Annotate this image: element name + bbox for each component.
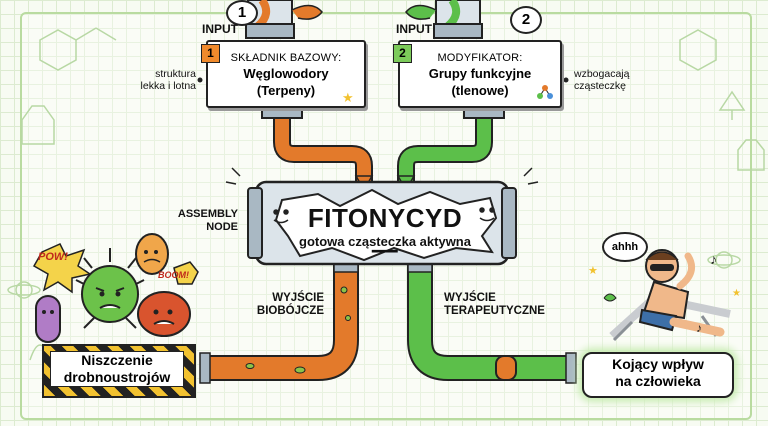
note-1: struktura lekka i lotna bbox=[118, 68, 196, 92]
result-1-line1: Niszczenie bbox=[81, 352, 153, 368]
arm-icon bbox=[676, 252, 696, 290]
input-2-number-badge: 2 bbox=[510, 6, 542, 34]
sunglasses-icon bbox=[650, 264, 674, 271]
atom-doodle-right-icon bbox=[715, 251, 733, 269]
assembly-node-right-cap bbox=[501, 187, 517, 259]
note-1-dot bbox=[197, 77, 203, 83]
sparkle-star-2-icon: ★ bbox=[732, 288, 741, 299]
note-2-dot bbox=[563, 77, 569, 83]
input-1-subtitle: SKŁADNIK BAZOWY: bbox=[230, 52, 342, 64]
note-1-line1: struktura bbox=[155, 68, 196, 80]
output-1-line2: BIOBÓJCZE bbox=[256, 305, 324, 317]
orange-feed-pipe bbox=[275, 116, 371, 182]
node-title: FITONYCYD — bbox=[307, 203, 463, 264]
orange-smoke bbox=[291, 4, 323, 20]
input-1-title-line2: (Terpeny) bbox=[256, 83, 316, 98]
green-smoke bbox=[405, 4, 437, 20]
note-2: wzbogacają cząsteczkę bbox=[574, 68, 629, 92]
music-note-2-icon: ♪ bbox=[696, 321, 702, 335]
result-2-line1: Kojący wpływ bbox=[612, 356, 704, 372]
note-2-line1: wzbogacają bbox=[574, 68, 630, 80]
output-1-label: WYJŚCIE BIOBÓJCZE bbox=[248, 292, 324, 318]
orange-bacteria-icon bbox=[135, 233, 169, 275]
legs-icon bbox=[669, 317, 725, 337]
note-1-line2: lekka i lotna bbox=[140, 80, 196, 92]
assembly-line2: NODE bbox=[206, 221, 238, 233]
boom-text: BOOM! bbox=[158, 270, 189, 280]
benzene-doodle-icon bbox=[39, 29, 77, 71]
output-1-line1: WYJŚCIE bbox=[272, 292, 324, 304]
star-face-icon: ★ bbox=[342, 90, 354, 105]
hair-icon bbox=[645, 251, 679, 261]
green-virus-icon bbox=[75, 248, 145, 329]
pow-burst bbox=[32, 243, 92, 294]
tree-doodle-icon bbox=[718, 90, 746, 120]
molecule-icon bbox=[537, 85, 553, 99]
output-2-line2: TERAPEUTYCZNE bbox=[444, 305, 545, 317]
flask-doodle-right-icon bbox=[737, 139, 765, 171]
ahhh-speech-bubble: ahhh bbox=[602, 232, 648, 262]
green-output-end-cap bbox=[565, 352, 577, 384]
output-2-label: WYJŚCIE TERAPEUTYCZNE bbox=[444, 292, 545, 318]
red-bacteria-icon bbox=[137, 291, 191, 337]
sparkle-star-icon: ★ bbox=[588, 265, 598, 277]
shorts-icon bbox=[638, 308, 678, 332]
note-2-line2: cząsteczkę bbox=[574, 80, 626, 92]
result-2-line2: na człowieka bbox=[615, 373, 701, 389]
assembly-node-label: ASSEMBLY NODE bbox=[168, 208, 238, 234]
result-2-panel: Kojący wpływ na człowieka bbox=[582, 352, 734, 398]
input-box-base: SKŁADNIK BAZOWY: Węglowodory (Terpeny) bbox=[206, 40, 366, 108]
pow-text: POW! bbox=[38, 251, 68, 263]
assembly-node-left-cap bbox=[247, 187, 263, 259]
node-subtitle: gotowa cząsteczka aktywna bbox=[299, 234, 471, 249]
box-1-top-valve bbox=[245, 23, 295, 39]
atom-doodle-left-icon bbox=[15, 281, 33, 299]
purple-bacteria-icon bbox=[35, 295, 61, 343]
input-box-modifier: MODYFIKATOR: Grupy funkcyjne (tlenowe) bbox=[398, 40, 562, 108]
microbes-illustration bbox=[32, 233, 199, 343]
box-2-top-valve bbox=[433, 23, 483, 39]
input-2-title-line1: Grupy funkcyjne bbox=[428, 66, 532, 81]
flask-doodle-left-icon bbox=[21, 105, 55, 145]
output-2-line1: WYJŚCIE bbox=[444, 292, 496, 304]
input-1-number-badge: 1 bbox=[226, 0, 258, 26]
leaf-icon bbox=[603, 293, 617, 302]
orange-output-pipe bbox=[208, 262, 357, 379]
result-1-line2: drobnoustrojów bbox=[63, 369, 171, 385]
input-1-tag: 1 bbox=[201, 44, 220, 63]
relaxing-person-illustration: ♪ ♪ ★ ★ bbox=[588, 249, 741, 342]
green-feed-pipe bbox=[399, 116, 491, 182]
input-1-label: INPUT bbox=[202, 22, 238, 36]
music-note-icon: ♪ bbox=[710, 251, 717, 267]
green-output-pipe bbox=[409, 262, 568, 379]
benzene-doodle-right-icon bbox=[679, 29, 717, 71]
pipe-connector-link bbox=[495, 355, 517, 381]
input-2-subtitle: MODYFIKATOR: bbox=[437, 52, 523, 64]
orange-output-end-cap bbox=[199, 352, 211, 384]
input-2-label: INPUT bbox=[396, 22, 432, 36]
input-2-title-line2: (tlenowe) bbox=[451, 83, 509, 98]
title-burst bbox=[274, 188, 498, 262]
person-body-icon bbox=[642, 280, 690, 320]
assembly-line1: ASSEMBLY bbox=[177, 208, 238, 220]
input-2-tag: 2 bbox=[393, 44, 412, 63]
boom-burst bbox=[173, 261, 199, 285]
result-1-panel: Niszczenie drobnoustrojów bbox=[50, 351, 184, 387]
input-1-title-line1: Węglowodory bbox=[243, 66, 329, 81]
